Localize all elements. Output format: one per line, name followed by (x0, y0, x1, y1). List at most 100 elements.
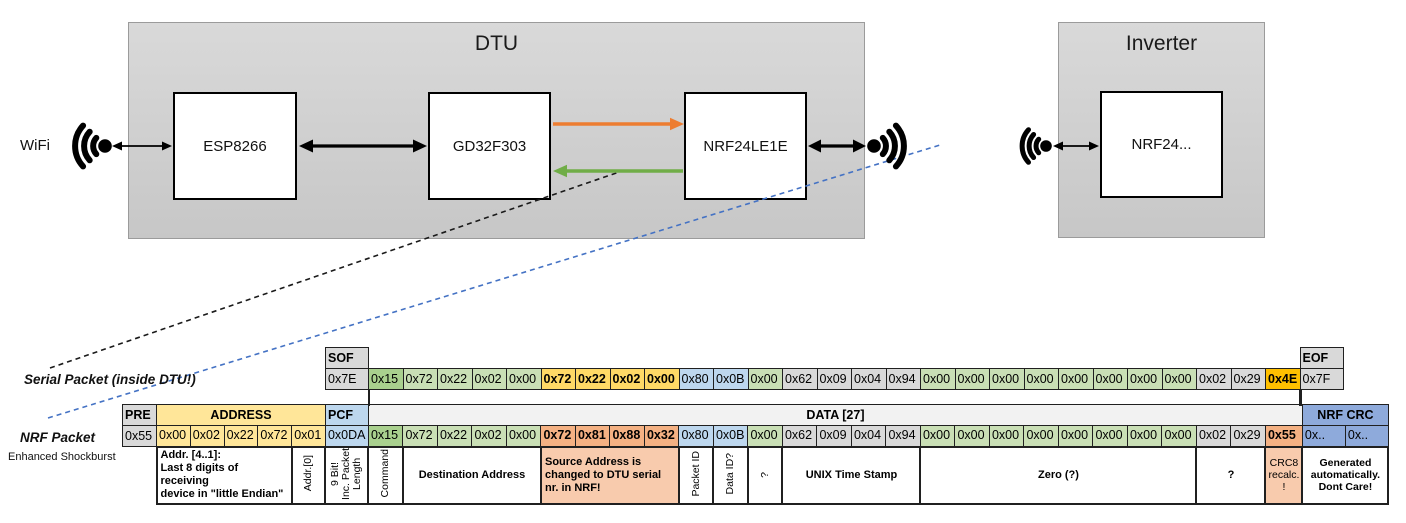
serial-byte-cell: 0x00 (1092, 368, 1128, 390)
nrf-byte-cell: 0x00 (747, 425, 783, 447)
wifi-label: WiFi (20, 137, 50, 154)
spacer (369, 348, 1301, 369)
wifi-icon-inverter (1019, 127, 1052, 165)
nrf-byte-cell: 0x00 (1023, 425, 1059, 447)
annotation-cell: Generated automatically. Dont Care! (1301, 445, 1390, 506)
enhanced-shockburst-label: Enhanced Shockburst (8, 451, 116, 463)
nrf-byte-cell: 0x02 (471, 425, 507, 447)
annotation-cell: UNIX Time Stamp (781, 445, 922, 506)
nrf-crc-byte-cell: 0x.. (1344, 425, 1389, 447)
nrf-byte-cell: 0x80 (678, 425, 714, 447)
serial-byte-cell: 0x15 (368, 368, 404, 390)
annotation-cell: Packet ID (677, 445, 715, 506)
serial-byte-cell: 0x29 (1230, 368, 1266, 390)
address-byte-cell: 0x00 (156, 425, 191, 447)
annotation-cell: Zero (?) (919, 445, 1198, 506)
nrf-byte-cell: 0x00 (1057, 425, 1094, 447)
serial-byte-cell: 0x00 (747, 368, 783, 390)
address-header-cell: ADDRESS (156, 404, 326, 426)
annotation-cell: CRC8 recalc. ! (1264, 445, 1304, 506)
chip-esp8266: ESP8266 (173, 92, 297, 200)
data-align-line-left (367, 389, 371, 406)
serial-byte-cell: 0x00 (954, 368, 990, 390)
nrf-byte-cell: 0x00 (1126, 425, 1163, 447)
eof-byte-cell: 0x7F (1299, 368, 1344, 390)
annotation-cell: Data ID? (712, 445, 749, 506)
data-header-cell: DATA [27] (367, 404, 1303, 426)
nrf-byte-cell: 0x72 (402, 425, 438, 447)
nrf-byte-cell: 0x29 (1230, 425, 1266, 447)
serial-byte-cell: 0x00 (1127, 368, 1163, 390)
nrf-byte-cell: 0x55 (1264, 425, 1303, 447)
nrf-byte-cell: 0x09 (816, 425, 852, 447)
annotation-vertical-text: Addr.[0] (302, 455, 315, 492)
annotation-cell: ? (1195, 445, 1267, 506)
nrf-crc-header-cell: NRF CRC (1301, 404, 1389, 426)
spacer (123, 447, 157, 505)
serial-byte-cell: 0x4E (1265, 368, 1301, 390)
nrf-byte-cell: 0x94 (885, 425, 921, 447)
serial-byte-cell: 0x00 (644, 368, 680, 390)
address-byte-cell: 0x22 (223, 425, 259, 447)
wifi-icon-left (72, 122, 112, 170)
dtu-title: DTU (474, 32, 519, 55)
eof-header-cell: EOF (1299, 347, 1344, 369)
serial-byte-cell: 0x04 (851, 368, 887, 390)
annotation-cell: 9 Bit! Inc. Packet Length (324, 445, 370, 506)
nrf-byte-cell: 0x00 (1161, 425, 1197, 447)
sof-byte-cell: 0x7E (325, 368, 369, 390)
nrf-byte-cell: 0x88 (609, 425, 645, 447)
serial-packet-label: Serial Packet (inside DTU!) (24, 372, 196, 387)
nrf-byte-cell: 0x62 (781, 425, 818, 447)
nrf-byte-cell: 0x00 (988, 425, 1025, 447)
nrf-byte-cell: 0x04 (850, 425, 887, 447)
annotation-vertical-text: Packet ID (689, 450, 702, 497)
serial-byte-cell: 0x00 (506, 368, 542, 390)
nrf-byte-cell: 0x22 (436, 425, 473, 447)
chip-nrf24-inverter: NRF24... (1100, 91, 1223, 198)
nrf-byte-cell: 0x81 (574, 425, 611, 447)
chip-gd32f303: GD32F303 (428, 92, 551, 200)
chip-nrf24le1e: NRF24LE1E (684, 92, 807, 200)
address-byte-cell: 0x02 (189, 425, 225, 447)
annotation-cell: Destination Address (401, 445, 542, 506)
serial-byte-cell: 0x94 (885, 368, 921, 390)
serial-byte-cell: 0x02 (609, 368, 645, 390)
inverter-title: Inverter (1125, 32, 1198, 55)
nrf-byte-cell: 0x0B (712, 425, 749, 447)
serial-byte-cell: 0x80 (678, 368, 714, 390)
serial-byte-cell: 0x62 (782, 368, 818, 390)
pcf-byte-cell: 0x0DA (324, 425, 369, 447)
serial-byte-cell: 0x02 (1196, 368, 1232, 390)
serial-byte-cell: 0x02 (471, 368, 507, 390)
nrf-byte-cell: 0x00 (1092, 425, 1128, 447)
serial-byte-cell: 0x72 (540, 368, 576, 390)
nrf-crc-byte-cell: 0x.. (1301, 425, 1346, 447)
sof-header-cell: SOF (325, 347, 369, 369)
annotation-cell: Addr.[0] (290, 445, 327, 506)
serial-byte-cell: 0x00 (1023, 368, 1059, 390)
pcf-header-cell: PCF (324, 404, 369, 426)
wifi-icon-right (867, 122, 907, 170)
serial-byte-cell: 0x09 (816, 368, 852, 390)
serial-byte-cell: 0x00 (1058, 368, 1094, 390)
serial-byte-cell: 0x22 (437, 368, 473, 390)
data-align-line-right (1299, 389, 1302, 406)
serial-byte-cell: 0x00 (1161, 368, 1197, 390)
nrf-byte-cell: 0x15 (367, 425, 404, 447)
pre-byte-cell: 0x55 (122, 425, 157, 447)
annotation-cell: Command (367, 445, 404, 506)
nrf-byte-cell: 0x00 (919, 425, 956, 447)
annotation-cell: ? (746, 445, 784, 506)
serial-byte-cell: 0x00 (920, 368, 956, 390)
annotation-cell: Addr. [4..1]: Last 8 digits of receiving… (155, 445, 293, 506)
address-byte-cell: 0x01 (291, 425, 326, 447)
nrf-byte-cell: 0x00 (954, 425, 990, 447)
annotation-vertical-text: Command (379, 449, 392, 498)
serial-byte-cell: 0x22 (575, 368, 611, 390)
pre-header-cell: PRE (122, 404, 157, 426)
annotation-vertical-text: 9 Bit! Inc. Packet Length (329, 447, 364, 500)
